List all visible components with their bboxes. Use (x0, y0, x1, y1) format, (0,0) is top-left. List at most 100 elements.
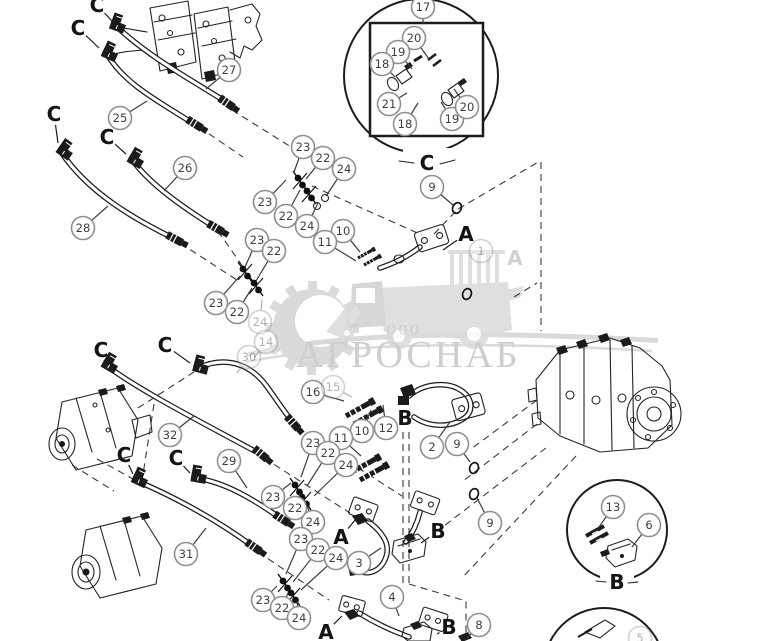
section-label-C: C (90, 0, 113, 22)
svg-text:8: 8 (475, 618, 482, 632)
part-balloon-11: 11 (312, 229, 357, 262)
svg-text:4: 4 (388, 590, 395, 604)
svg-text:23: 23 (294, 532, 309, 546)
svg-text:3: 3 (355, 556, 362, 570)
watermark-prefix: ооо (387, 318, 422, 339)
part-balloon-9: 9 (476, 497, 503, 536)
section-label-C: C (158, 333, 191, 364)
part-balloon-23: 23 (260, 482, 292, 510)
section-label-C: C (71, 16, 100, 49)
part-balloon-2: 2 (419, 421, 451, 460)
part-balloon-22: 22 (282, 493, 308, 521)
part-balloon-23: 23 (244, 227, 270, 268)
svg-text:C: C (94, 338, 109, 362)
section-label-A: A (333, 518, 357, 549)
section-label-C: C (169, 446, 191, 474)
part-balloon-22: 22 (224, 287, 253, 325)
section-label-C: C (117, 443, 134, 475)
part-balloon-23: 23 (250, 585, 278, 613)
part-balloon-23: 23 (252, 179, 287, 215)
svg-text:24: 24 (292, 611, 307, 625)
part-balloon-28: 28 (70, 205, 109, 241)
part-balloon-13: 13 (598, 494, 626, 528)
svg-text:C: C (117, 443, 132, 467)
section-label-C: C (100, 125, 127, 155)
part-balloon-6: 6 (631, 512, 662, 548)
svg-text:B: B (397, 406, 412, 430)
svg-text:C: C (90, 0, 105, 17)
svg-text:23: 23 (256, 593, 271, 607)
pump-right-tandem (527, 333, 682, 453)
svg-text:13: 13 (606, 500, 621, 514)
part-balloon-23: 23 (285, 526, 314, 575)
part-balloon-30: 30 (236, 344, 262, 374)
svg-text:2: 2 (428, 440, 435, 454)
part-balloon-27: 27 (205, 57, 242, 90)
part-balloon-14: 14 (253, 329, 279, 359)
svg-text:25: 25 (113, 111, 128, 125)
svg-text:27: 27 (222, 63, 237, 77)
detail-circle-corner (549, 607, 659, 641)
flange-fitting-A (393, 224, 450, 264)
part-balloon-23: 23 (203, 275, 241, 316)
fittings (54, 11, 481, 607)
svg-text:10: 10 (336, 224, 351, 238)
section-label-A: A (507, 246, 523, 270)
svg-text:A: A (458, 222, 474, 246)
svg-text:9: 9 (453, 437, 460, 451)
svg-text:C: C (47, 102, 62, 126)
part-balloon-24: 24 (325, 156, 357, 197)
svg-text:9: 9 (486, 516, 493, 530)
svg-text:24: 24 (253, 315, 268, 329)
svg-text:A: A (333, 525, 349, 549)
svg-text:22: 22 (279, 209, 294, 223)
detail-circle-B (566, 479, 668, 592)
part-balloon-17: 17 (410, 0, 436, 24)
part-balloon-18: 18 (369, 51, 396, 78)
svg-text:23: 23 (258, 195, 273, 209)
harvester-silhouette (326, 250, 524, 349)
svg-text:31: 31 (179, 547, 194, 561)
part-balloon-22: 22 (292, 537, 331, 583)
section-label-B: B (397, 406, 412, 430)
svg-text:20: 20 (407, 31, 422, 45)
svg-text:22: 22 (275, 601, 290, 615)
svg-text:19: 19 (391, 45, 406, 59)
part-balloon-24: 24 (294, 202, 320, 239)
svg-text:21: 21 (382, 97, 397, 111)
svg-text:6: 6 (645, 518, 652, 532)
part-balloon-11: 11 (328, 425, 362, 457)
detail-circle-top (343, 0, 499, 170)
part-balloon-22: 22 (306, 440, 341, 487)
part-balloon-25: 25 (107, 100, 148, 131)
svg-text:12: 12 (379, 421, 394, 435)
part-balloon-10: 10 (330, 218, 361, 253)
part-balloon-22: 22 (273, 189, 301, 229)
svg-text:C: C (420, 151, 435, 175)
svg-text:26: 26 (178, 161, 193, 175)
section-label-A: A (442, 222, 474, 251)
section-label-C: C (94, 338, 109, 362)
part-balloon-26: 26 (163, 155, 198, 192)
svg-text:16: 16 (306, 385, 321, 399)
part-balloon-21: 21 (376, 91, 408, 117)
svg-text:B: B (609, 570, 624, 594)
part-balloon-8: 8 (466, 612, 492, 639)
part-balloon-9: 9 (419, 174, 454, 206)
part-balloon-24: 24 (300, 502, 326, 535)
svg-text:10: 10 (355, 424, 370, 438)
section-label-C: C (47, 102, 62, 144)
section-label-C: C (420, 151, 435, 175)
svg-text:C: C (169, 446, 184, 470)
svg-text:14: 14 (259, 335, 274, 349)
part-balloon-31: 31 (173, 527, 207, 567)
svg-text:30: 30 (242, 350, 257, 364)
part-balloon-15: 15 (320, 374, 353, 400)
svg-text:23: 23 (250, 233, 265, 247)
svg-text:20: 20 (460, 100, 475, 114)
svg-text:11: 11 (334, 431, 349, 445)
pump-left-upper (48, 384, 153, 471)
